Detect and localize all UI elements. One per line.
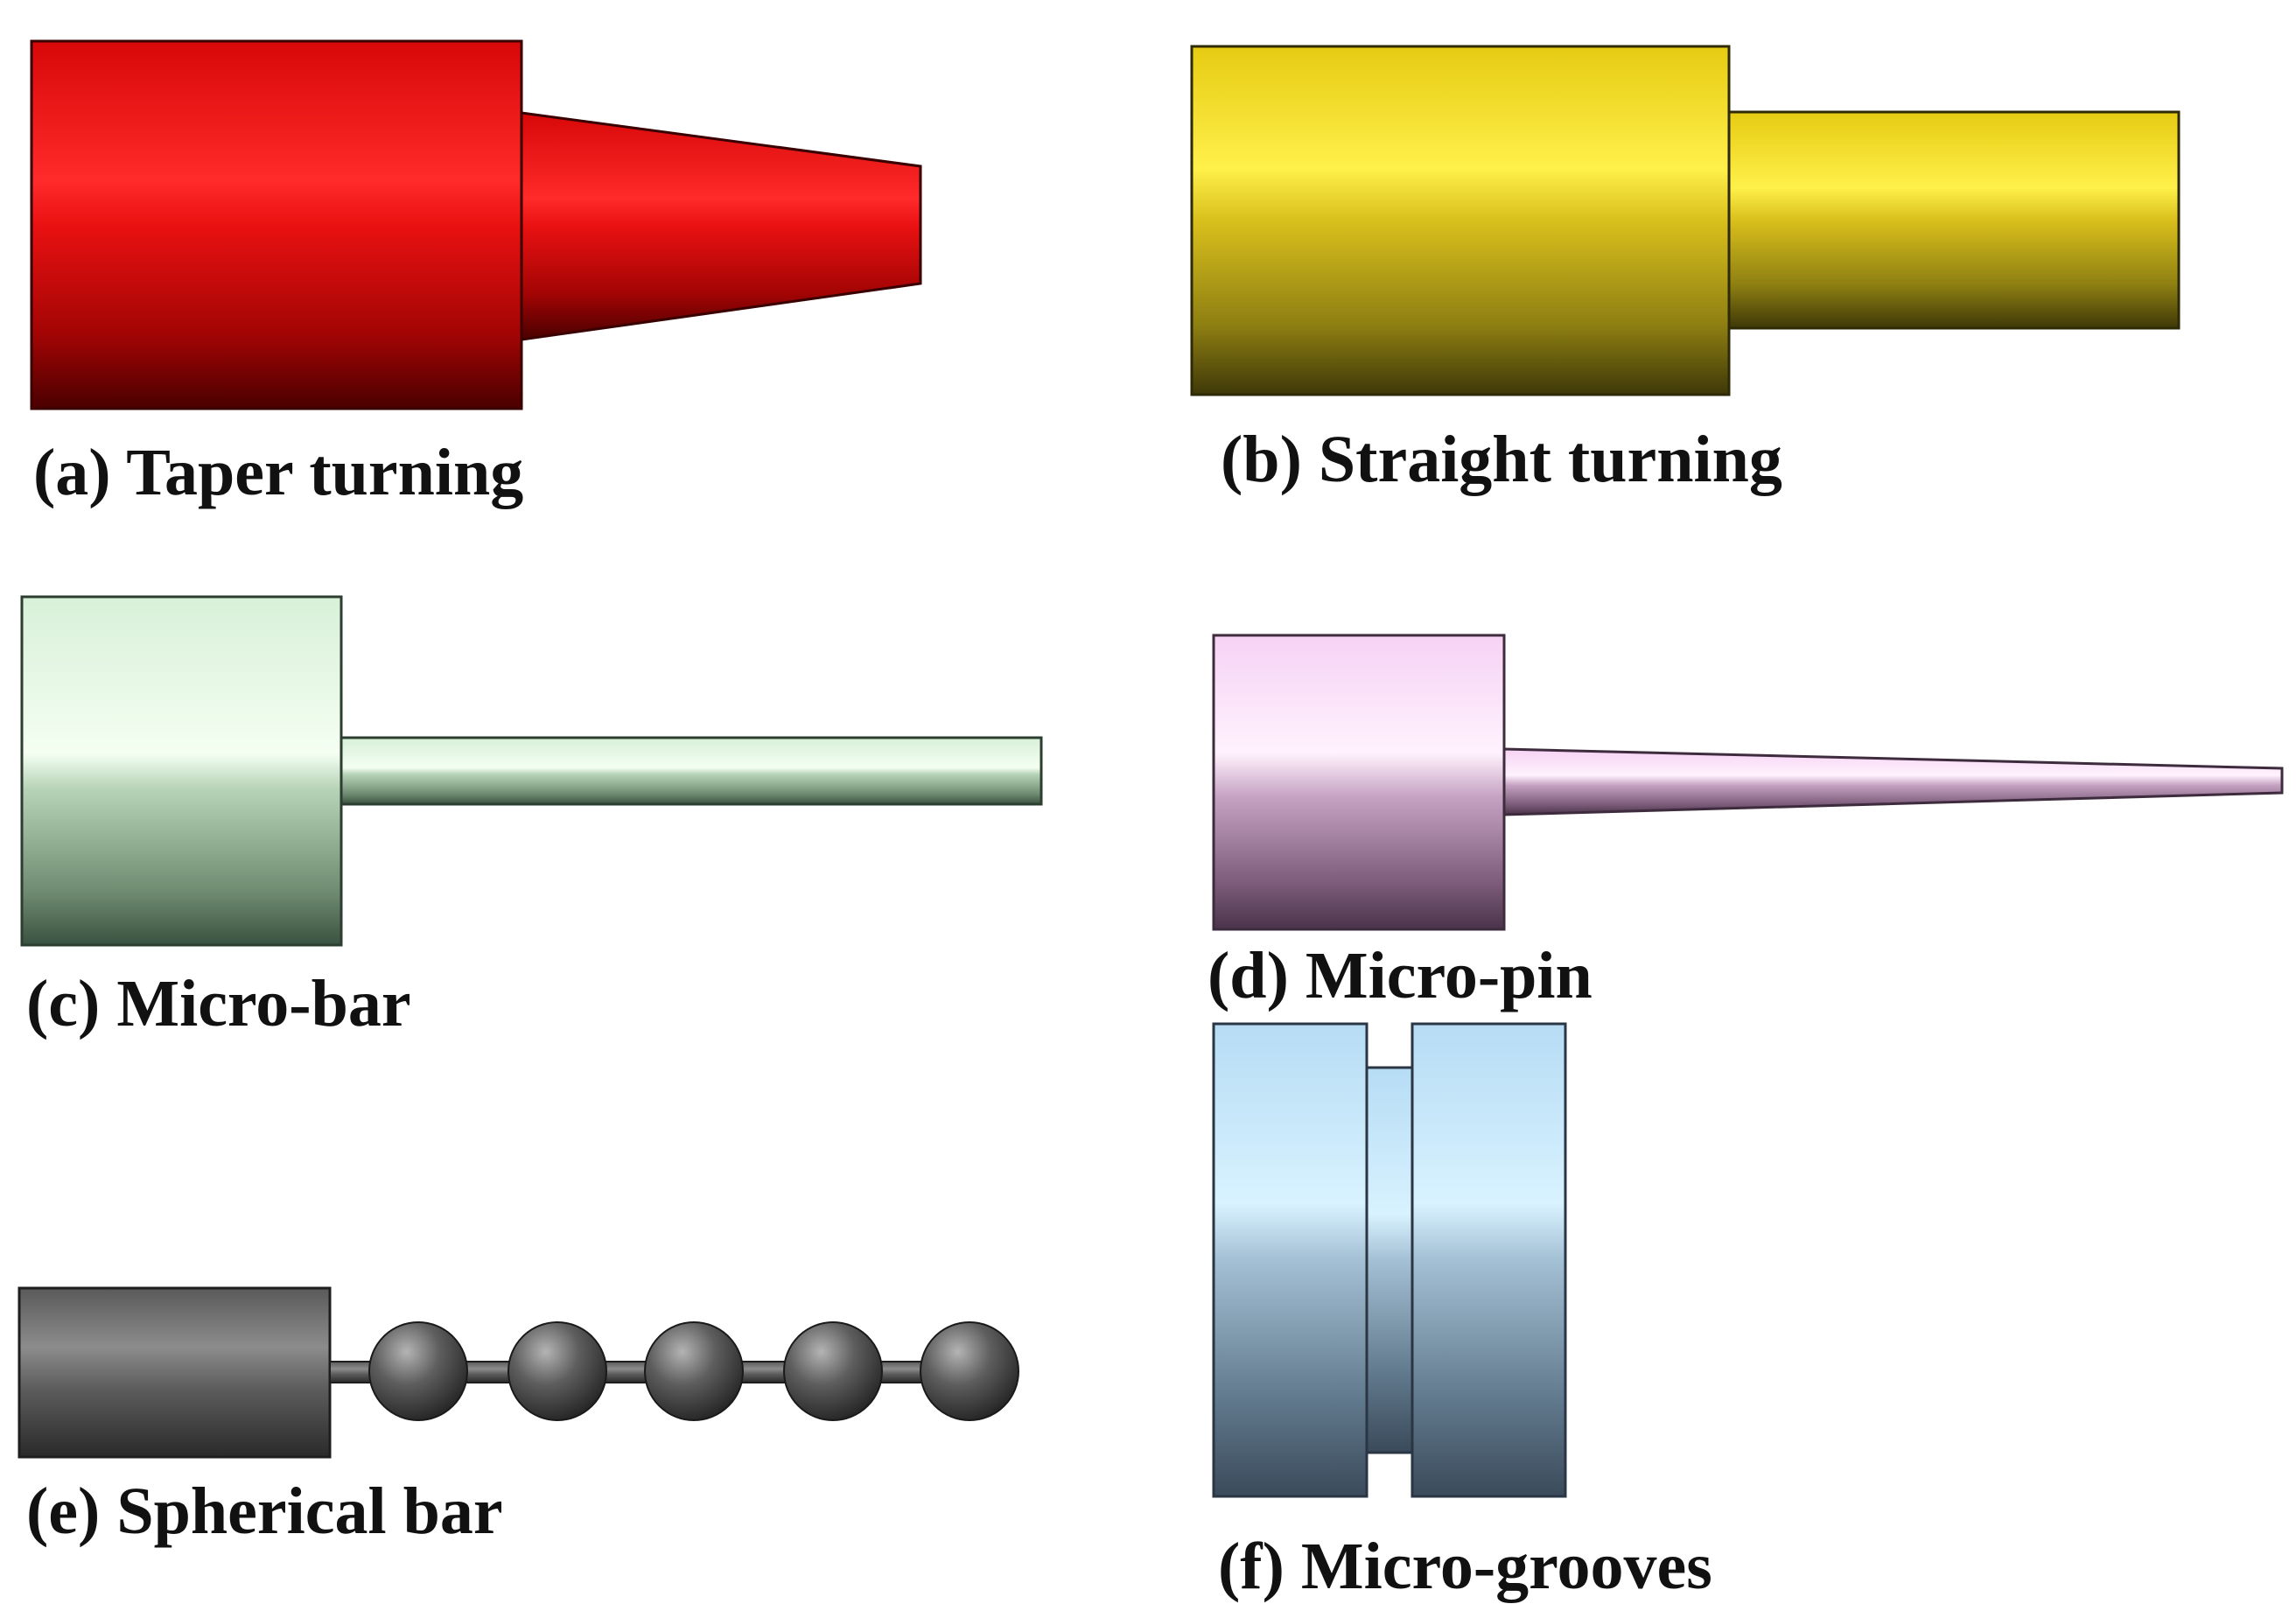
caption-taper-turning: (a) Taper turning xyxy=(33,436,523,509)
straight-part-body xyxy=(1190,45,1731,396)
panel-b-straight-turning: (b) Straight turning xyxy=(1190,45,2180,496)
straight-part-shaft xyxy=(1727,110,2180,330)
sphere-2 xyxy=(508,1321,607,1421)
groove-neck xyxy=(1365,1066,1414,1454)
panel-a-taper-turning: (a) Taper turning xyxy=(30,39,922,509)
panel-e-spherical-bar: (e) Spherical bar xyxy=(18,1286,1019,1548)
caption-micro-pin: (d) Micro-pin xyxy=(1208,939,1592,1012)
sphere-3 xyxy=(644,1321,744,1421)
caption-straight-turning: (b) Straight turning xyxy=(1221,423,1782,496)
taper-part-body xyxy=(30,39,523,410)
sphere-5 xyxy=(920,1321,1019,1421)
groove-flange-left xyxy=(1212,1022,1368,1498)
panel-f-micro-grooves: (f) Micro-grooves xyxy=(1212,1022,1712,1603)
groove-flange-right xyxy=(1410,1022,1567,1498)
sphere-1 xyxy=(368,1321,468,1421)
panel-c-micro-bar: (c) Micro-bar xyxy=(20,595,1043,1040)
caption-micro-bar: (c) Micro-bar xyxy=(26,967,411,1040)
micro-bar-body xyxy=(20,595,343,947)
micro-bar-shaft xyxy=(340,736,1043,806)
panel-d-micro-pin: (d) Micro-pin xyxy=(1208,634,2284,1012)
spherical-bar-body xyxy=(18,1286,332,1459)
caption-spherical-bar: (e) Spherical bar xyxy=(26,1474,503,1548)
sphere-4 xyxy=(783,1321,883,1421)
micro-pin-needle xyxy=(1502,747,2284,816)
taper-part-cone xyxy=(520,111,922,341)
micro-pin-body xyxy=(1212,634,1506,931)
caption-micro-grooves: (f) Micro-grooves xyxy=(1218,1530,1712,1603)
